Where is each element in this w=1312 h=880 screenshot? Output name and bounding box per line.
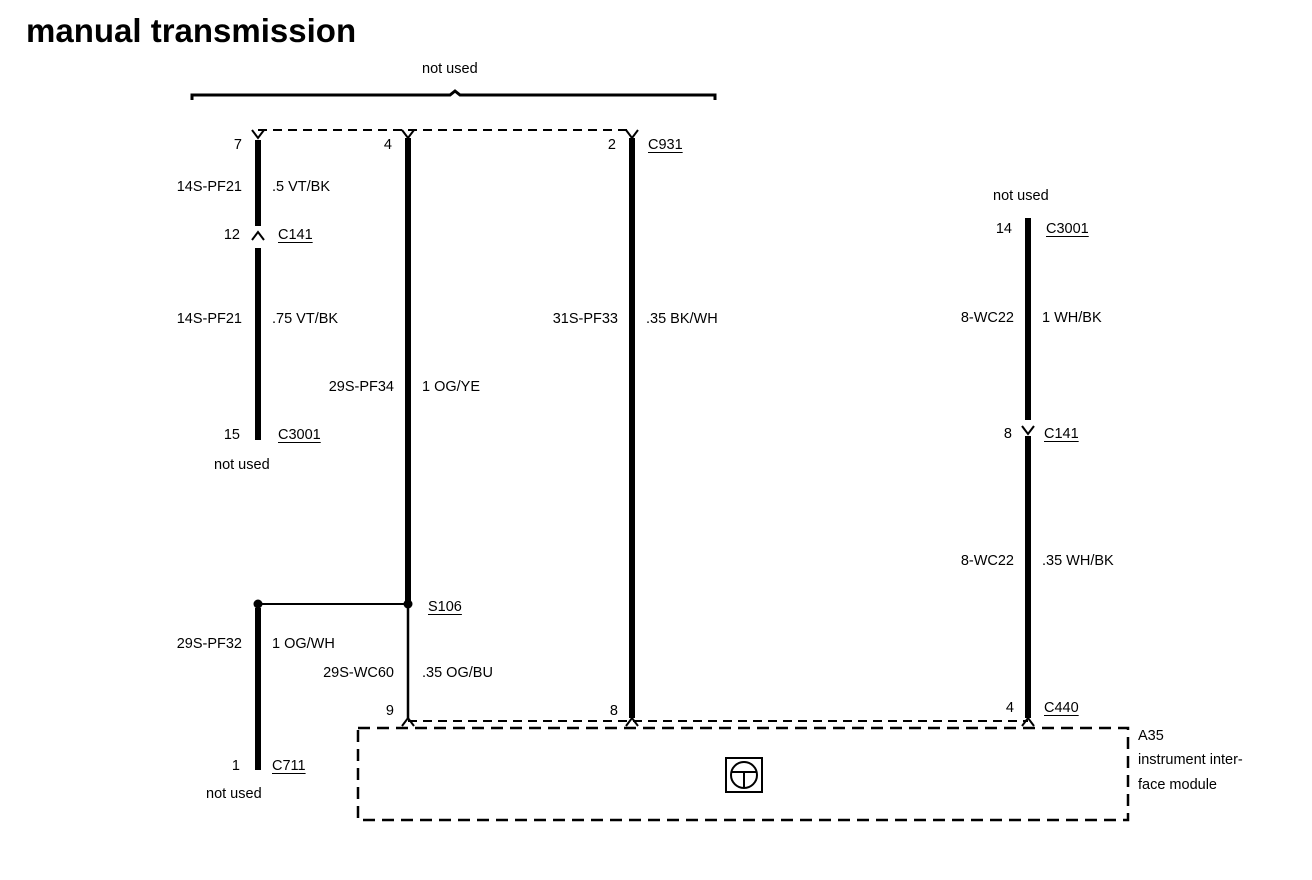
wire1-pin-mid: 12 [223,227,240,243]
wire1-top-cap [251,129,265,140]
wire1-pin-bottom: 15 [223,427,240,443]
connector-c931-label: C931 [648,137,683,153]
wire5-spec: 1 OG/WH [272,636,335,652]
wire4-not-used: not used [993,188,1049,204]
wire2-pin-bottom: 9 [385,703,394,719]
module-name-line2: face module [1138,777,1217,793]
wire4-spec-a: 1 WH/BK [1042,310,1102,326]
wire1-pin-top: 7 [233,137,242,153]
wire3-pin-top: 2 [607,137,616,153]
wire2-circuit-b: 29S-WC60 [323,665,394,681]
wire5-circuit: 29S-PF32 [176,636,242,652]
module-name-line1: instrument inter- [1138,752,1243,768]
module-a35-box [356,726,1130,822]
wire4-connector-c3001: C3001 [1046,221,1089,237]
wire4-connector-c141: C141 [1044,426,1079,442]
connector-c711-label: C711 [272,758,306,774]
wire1-spec-a: .5 VT/BK [272,179,331,195]
wire4-c141-pin [1021,425,1035,436]
not-used-top-label: not used [422,61,478,77]
wire5-splice-dot [253,599,263,609]
wire1-connector-c141: C141 [278,227,313,243]
wire4-bottom-pin [1021,716,1035,727]
wire4-pin-mid: 8 [1003,426,1012,442]
wire2-bottom-pin [401,716,415,727]
wire5-pin-bottom: 1 [231,758,240,774]
wire3-pin-bottom: 8 [609,703,618,719]
wire1-circuit-b: 14S-PF21 [176,311,242,327]
wire2-circuit: 29S-PF34 [328,379,394,395]
wire3-spec: .35 BK/WH [646,311,718,327]
not-used-bracket [190,89,717,100]
wire3-top-cap [625,129,639,140]
splice-s106-label: S106 [428,599,462,615]
wire4-circuit-b: 8-WC22 [960,553,1014,569]
connector-c440-label: C440 [1044,700,1079,716]
wire2-pin-top: 4 [383,137,392,153]
wire3-bottom-pin [625,716,639,727]
page-title: manual transmission [26,12,357,49]
wire2-spec-b: .35 OG/BU [422,665,493,681]
wire4-pin-bottom: 4 [1005,700,1014,716]
wire2-spec: 1 OG/YE [422,379,481,395]
module-id: A35 [1138,728,1164,744]
wire3-circuit: 31S-PF33 [552,311,618,327]
wire4-circuit-a: 8-WC22 [960,310,1014,326]
wire1-not-used: not used [214,457,270,473]
wire2-top-cap [401,129,415,140]
steering-wheel-icon [725,757,763,793]
wire4-spec-b: .35 WH/BK [1042,553,1114,569]
wire5-not-used: not used [206,786,262,802]
wire1-connector-c3001: C3001 [278,427,321,443]
wire1-spec-b: .75 VT/BK [272,311,339,327]
wire4-pin-top: 14 [995,221,1012,237]
wire1-c141-pin [251,230,265,241]
wire1-circuit-a: 14S-PF21 [176,179,242,195]
